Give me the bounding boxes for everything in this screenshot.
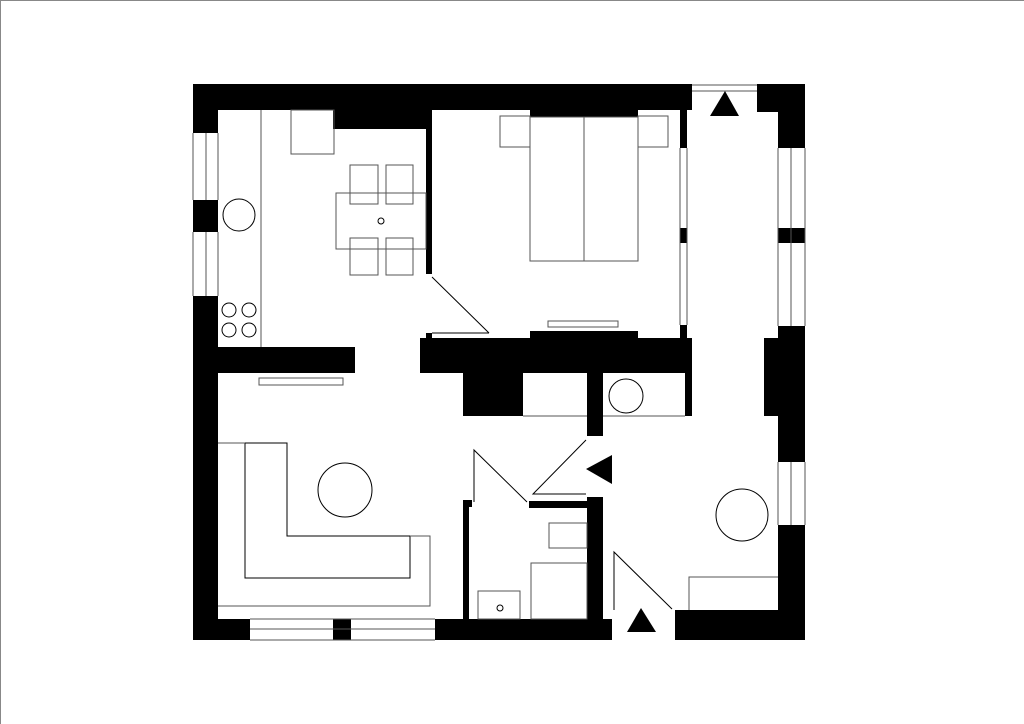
nightstand: [499, 115, 531, 148]
toilet: [477, 590, 521, 620]
chair: [385, 164, 414, 205]
sofa-platform: [218, 535, 431, 607]
dining-table: [335, 192, 427, 250]
kitchen-living-partition: [218, 347, 355, 373]
bedroom-hall-wall-top: [680, 110, 687, 148]
entrance-arrow-top-icon: [710, 91, 739, 116]
windows: [192, 84, 806, 641]
bathroom-right-wall: [587, 497, 603, 619]
bathroom-wall-cap: [463, 500, 472, 507]
hall-furniture: [688, 488, 778, 610]
entrance-top-threshold: [692, 84, 757, 92]
drain-icon: [496, 604, 504, 612]
burner-icon: [221, 302, 237, 318]
hall-door-leaf: [531, 439, 587, 495]
living-furniture: [218, 377, 431, 607]
top-right-wall: [757, 84, 805, 112]
bathroom-top-wall: [529, 501, 603, 508]
washing-machine-icon: [608, 378, 644, 414]
tv-rail: [258, 377, 344, 386]
coffee-table-icon: [317, 462, 373, 518]
kitchen-door-leaf: [431, 276, 490, 334]
central-block: [463, 373, 523, 416]
window-right-1: [777, 148, 806, 326]
bathroom-left-wall: [463, 500, 469, 619]
closet-end-wall: [685, 373, 692, 416]
markers: [586, 91, 739, 632]
burner-icon: [241, 302, 257, 318]
right-wall-top: [778, 112, 805, 148]
walls: [193, 84, 805, 640]
right-wall-mid-inner: [764, 338, 778, 416]
top-wall-pier: [333, 110, 432, 129]
central-pillar: [587, 373, 603, 436]
window-left-2: [192, 232, 219, 296]
left-wall-top: [193, 84, 218, 133]
chair: [349, 237, 379, 276]
chair: [385, 237, 414, 276]
left-wall-pier: [193, 200, 218, 232]
central-wall-bump: [530, 331, 638, 338]
entrance-arrow-bottom-icon: [627, 608, 656, 632]
window-left-1: [192, 133, 219, 200]
shower: [530, 562, 588, 620]
central-wall: [420, 338, 692, 373]
bathroom-fixtures: [477, 522, 588, 620]
right-wall-lower: [778, 416, 805, 462]
bottom-wall-middle: [435, 619, 612, 640]
entrance-door-leaf: [613, 550, 673, 610]
closet: [523, 378, 685, 417]
bottom-right-wall: [675, 610, 805, 640]
bedroom-hall-glazing: [679, 148, 688, 325]
burner-icon: [221, 322, 237, 338]
window-bottom: [250, 618, 435, 641]
right-wall-mid: [778, 326, 805, 416]
table-center-icon: [377, 217, 385, 225]
bed-wall-thickening: [530, 110, 638, 117]
bedroom-furniture: [499, 115, 669, 328]
bathroom-door-leaf: [473, 448, 528, 503]
nightstand: [637, 115, 669, 148]
kitchen-bedroom-wall: [426, 110, 432, 274]
shoe-cabinet: [688, 576, 778, 610]
washbasin: [548, 522, 588, 549]
wardrobe-rail: [547, 320, 619, 328]
hall-arrow-icon: [586, 455, 612, 484]
burner-icon: [241, 322, 257, 338]
round-table-icon: [715, 488, 769, 542]
window-right-2: [777, 462, 806, 525]
door-jamb: [426, 333, 432, 338]
doors: [431, 276, 673, 610]
top-wall: [193, 84, 692, 110]
left-wall-lower: [193, 296, 218, 640]
bedroom-hall-wall-bottom: [680, 325, 687, 338]
sink-icon: [222, 198, 256, 232]
bedroom-hall-pier: [680, 228, 687, 243]
kitchen-furniture: [221, 109, 427, 347]
fridge: [290, 109, 335, 155]
chair: [349, 164, 379, 205]
